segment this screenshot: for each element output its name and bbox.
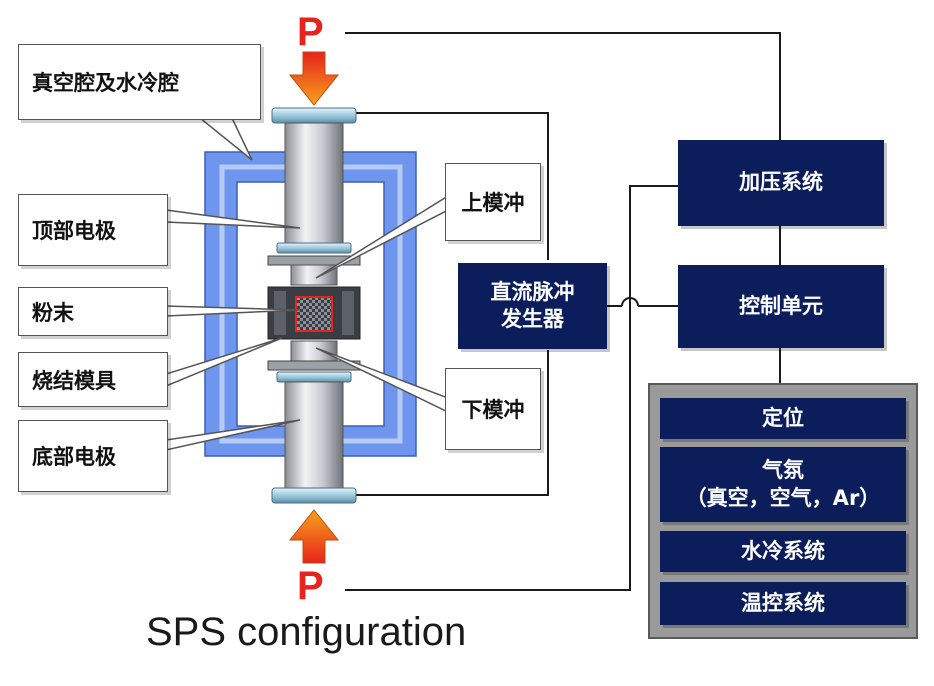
- wiring: [345, 32, 781, 591]
- pressure-system-box: 加压系统: [678, 140, 884, 226]
- atmosphere-line1: 气氛: [762, 458, 804, 483]
- diagram-caption: SPS configuration: [146, 610, 467, 654]
- label-upper-punch: 上模冲: [445, 163, 541, 241]
- top-electrode: [267, 107, 361, 286]
- label-bottom-electrode: 底部电极: [18, 420, 168, 492]
- pressure-arrow-top: [288, 51, 340, 106]
- label-top-electrode: 顶部电极: [18, 194, 168, 266]
- dc-generator-line1: 直流脉冲: [490, 279, 575, 304]
- pressure-arrow-bottom: [288, 509, 340, 564]
- positioning-box: 定位: [660, 398, 906, 439]
- label-lower-punch: 下模冲: [445, 368, 541, 450]
- callout-pointers: [165, 117, 449, 451]
- dc-generator-line2: 发生器: [501, 307, 564, 331]
- label-sintering-die: 烧结模具: [18, 352, 168, 407]
- atmosphere-line2: （真空，空气，Ar）: [685, 485, 881, 510]
- wire-top-pressure: [345, 32, 781, 140]
- sintering-die: [267, 286, 361, 340]
- dc-pulse-generator: 直流脉冲 发生器: [458, 263, 607, 349]
- water-cooling-box: 水冷系统: [660, 531, 906, 572]
- label-vacuum-chamber: 真空腔及水冷腔: [18, 44, 261, 120]
- bottom-electrode: [267, 340, 361, 504]
- control-unit-box: 控制单元: [678, 265, 884, 348]
- atmosphere-box: 气氛 （真空，空气，Ar）: [660, 447, 906, 522]
- temperature-control-box: 温控系统: [660, 582, 906, 625]
- pressure-label-top: P: [297, 10, 324, 54]
- pressure-label-bottom: P: [297, 564, 324, 608]
- wire-bottom-electrode: [355, 350, 549, 496]
- label-powder: 粉末: [18, 287, 168, 336]
- powder-sample: [295, 296, 333, 332]
- wire-top-electrode: [355, 112, 549, 260]
- wire-bottom-pressure: [345, 185, 678, 591]
